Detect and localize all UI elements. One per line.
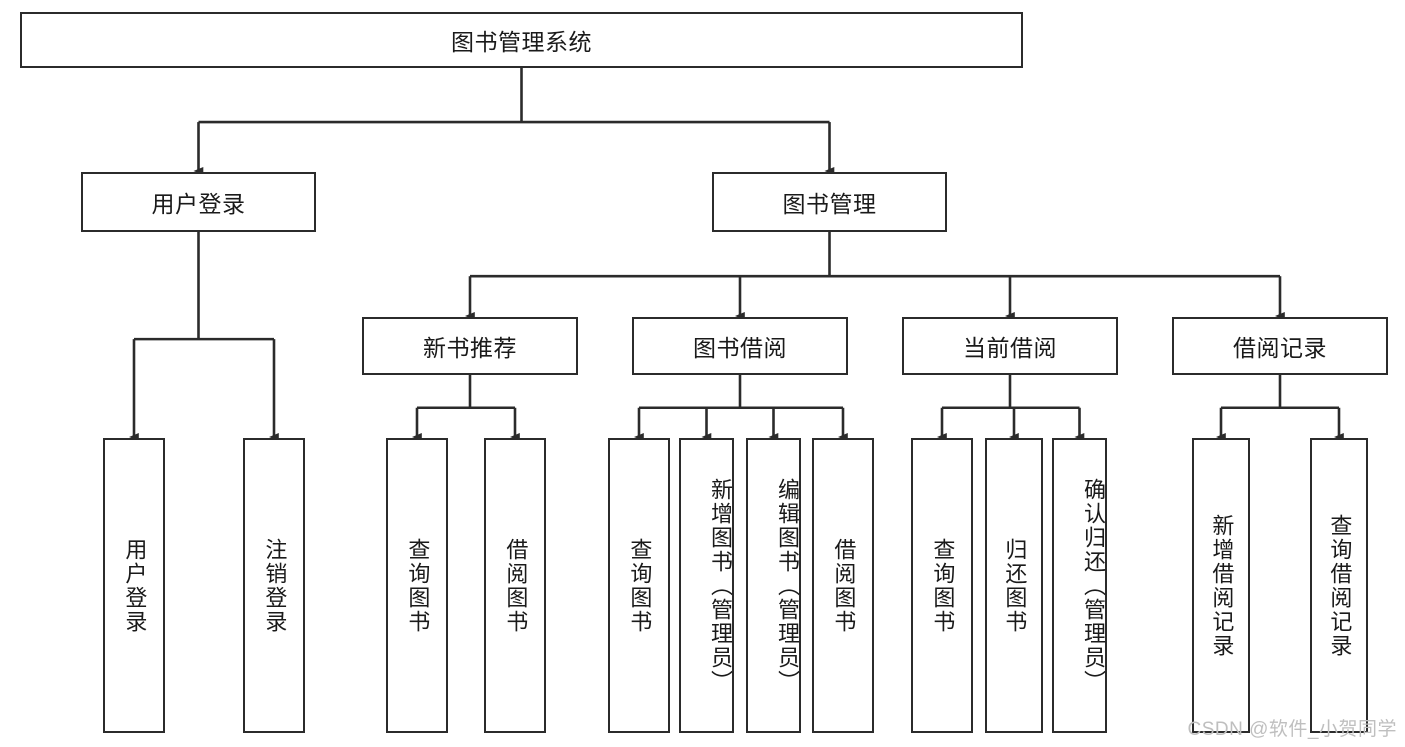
node-leaf-query-record[interactable]: 查询借阅记录	[1310, 438, 1368, 733]
node-label: 图书管理系统	[451, 29, 592, 55]
node-leaf-query-book-2[interactable]: 查询图书	[608, 438, 670, 733]
node-leaf-query-book-3[interactable]: 查询图书	[911, 438, 973, 733]
node-label: 用户登录	[122, 537, 148, 634]
node-label: 归还图书	[1002, 537, 1028, 634]
node-user-login[interactable]: 用户登录	[81, 172, 316, 232]
node-label: 新增图书（管理员）	[708, 477, 733, 694]
node-leaf-user-logout[interactable]: 注销登录	[243, 438, 305, 733]
node-borrow-record[interactable]: 借阅记录	[1172, 317, 1388, 375]
node-label: 借阅图书	[503, 537, 529, 634]
node-new-book-rec[interactable]: 新书推荐	[362, 317, 578, 375]
node-book-borrow[interactable]: 图书借阅	[632, 317, 848, 375]
node-label: 当前借阅	[963, 335, 1057, 361]
node-label: 新书推荐	[423, 335, 517, 361]
node-leaf-borrow-book-2[interactable]: 借阅图书	[812, 438, 874, 733]
node-label: 图书管理	[782, 191, 877, 217]
node-leaf-add-record[interactable]: 新增借阅记录	[1192, 438, 1250, 733]
node-root[interactable]: 图书管理系统	[20, 12, 1023, 68]
node-leaf-user-login[interactable]: 用户登录	[103, 438, 165, 733]
watermark: CSDN @软件_小贺同学	[1187, 719, 1397, 740]
node-leaf-edit-book[interactable]: 编辑图书（管理员）	[746, 438, 801, 733]
node-label: 图书借阅	[693, 335, 787, 361]
node-leaf-query-book-1[interactable]: 查询图书	[386, 438, 448, 733]
node-leaf-add-book[interactable]: 新增图书（管理员）	[679, 438, 734, 733]
node-label: 借阅图书	[831, 537, 857, 634]
node-leaf-return-book[interactable]: 归还图书	[985, 438, 1043, 733]
node-leaf-borrow-book-1[interactable]: 借阅图书	[484, 438, 546, 733]
node-label: 用户登录	[151, 191, 246, 217]
node-book-manage[interactable]: 图书管理	[712, 172, 947, 232]
node-label: 查询图书	[627, 537, 653, 634]
node-label: 查询借阅记录	[1327, 513, 1353, 658]
node-label: 新增借阅记录	[1209, 513, 1235, 658]
node-label: 注销登录	[262, 537, 288, 634]
node-label: 编辑图书（管理员）	[775, 477, 800, 694]
node-current-borrow[interactable]: 当前借阅	[902, 317, 1118, 375]
node-label: 借阅记录	[1233, 335, 1327, 361]
node-label: 确认归还（管理员）	[1081, 477, 1106, 694]
node-leaf-confirm-return[interactable]: 确认归还（管理员）	[1052, 438, 1107, 733]
node-label: 查询图书	[930, 537, 956, 634]
node-label: 查询图书	[405, 537, 431, 634]
